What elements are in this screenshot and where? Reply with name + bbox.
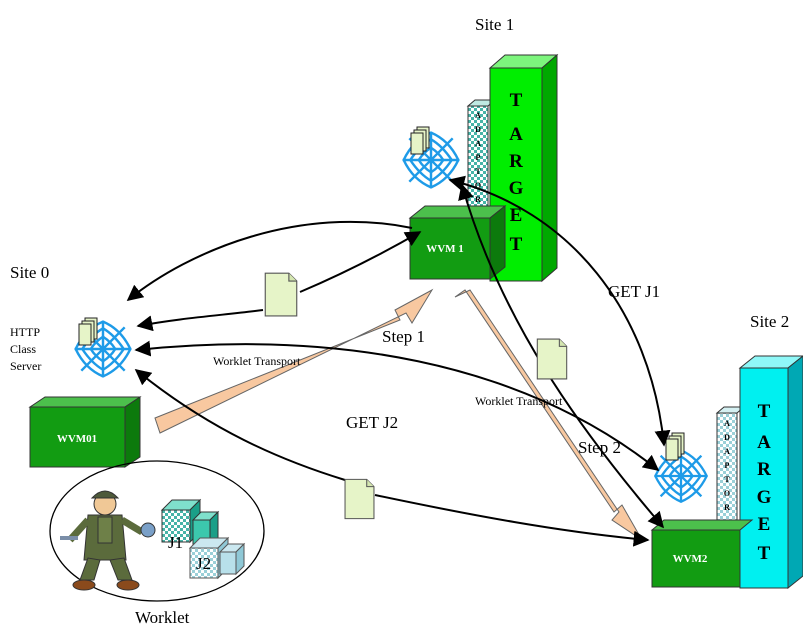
adaptor-letter: A xyxy=(475,139,481,148)
http-label-line3: Server xyxy=(10,359,41,373)
http-label-line2: Class xyxy=(10,342,36,356)
adaptor-letter: T xyxy=(724,475,730,484)
adaptor-letter: A xyxy=(724,447,730,456)
adaptor-letter: T xyxy=(475,167,481,176)
j2-component-icon xyxy=(188,536,246,580)
worklet-transport-1-label: Worklet Transport xyxy=(213,354,301,368)
document-icon xyxy=(344,478,375,520)
document-icon xyxy=(264,272,298,317)
adaptor-letter: P xyxy=(476,153,481,162)
target-letter: T xyxy=(510,234,523,255)
target-letter: E xyxy=(758,514,771,535)
worker-figure-icon xyxy=(60,490,156,591)
site2-label: Site 2 xyxy=(750,312,789,331)
adaptor-site2 xyxy=(715,406,746,522)
wvm1-to-site0-arrow xyxy=(126,220,413,302)
adaptor-letter: A xyxy=(724,419,730,428)
adaptor-letter: D xyxy=(724,433,730,442)
target-letter: A xyxy=(509,124,523,145)
class-files-icon xyxy=(410,126,430,155)
adaptor-letter: R xyxy=(475,195,481,204)
doc-to-wvm1-arrow xyxy=(299,231,422,293)
get-j1-label: GET J1 xyxy=(608,282,660,301)
wvm1-label: WVM 1 xyxy=(426,243,464,255)
wvm2-box xyxy=(650,519,754,588)
get-j2-label: GET J2 xyxy=(346,413,398,432)
site0-label: Site 0 xyxy=(10,263,49,282)
http-label-line1: HTTP xyxy=(10,325,40,339)
target-letter: T xyxy=(758,543,771,564)
adaptor-letter: O xyxy=(724,489,730,498)
step2-label: Step 2 xyxy=(578,438,621,457)
site1-label: Site 1 xyxy=(475,15,514,34)
site0-to-doc-arrow xyxy=(134,368,346,481)
wvm2-label: WVM2 xyxy=(673,553,708,565)
worklet-ellipse xyxy=(49,460,265,602)
target-letter: G xyxy=(757,487,772,508)
target-letter: G xyxy=(509,178,524,199)
doc-to-site0-arrow xyxy=(136,309,264,332)
class-files-icon xyxy=(665,432,685,461)
adaptor-letter: P xyxy=(725,461,730,470)
wvm01-label: WVM01 xyxy=(57,433,97,445)
target-letter: T xyxy=(510,90,523,111)
j1-label: J1 xyxy=(168,533,183,552)
step2-arrow xyxy=(454,289,643,541)
class-files-icon xyxy=(78,317,98,346)
document-icon xyxy=(536,338,568,380)
doc-to-wvm2-arrow xyxy=(374,494,650,547)
target-letter: R xyxy=(509,151,523,172)
adaptor-letter: R xyxy=(724,503,730,512)
wvm01-box xyxy=(28,396,142,468)
target-letter: T xyxy=(758,401,771,422)
worklet-transport-2-label: Worklet Transport xyxy=(475,394,563,408)
target-letter: R xyxy=(757,459,771,480)
target-letter: A xyxy=(757,432,771,453)
j2-label: J2 xyxy=(196,554,211,573)
adaptor-letter: A xyxy=(475,111,481,120)
worklet-label: Worklet xyxy=(135,608,190,627)
get-j2-arrow xyxy=(134,340,660,471)
adaptor-letter: D xyxy=(475,125,481,134)
target-site2 xyxy=(738,355,803,590)
step1-label: Step 1 xyxy=(382,327,425,346)
